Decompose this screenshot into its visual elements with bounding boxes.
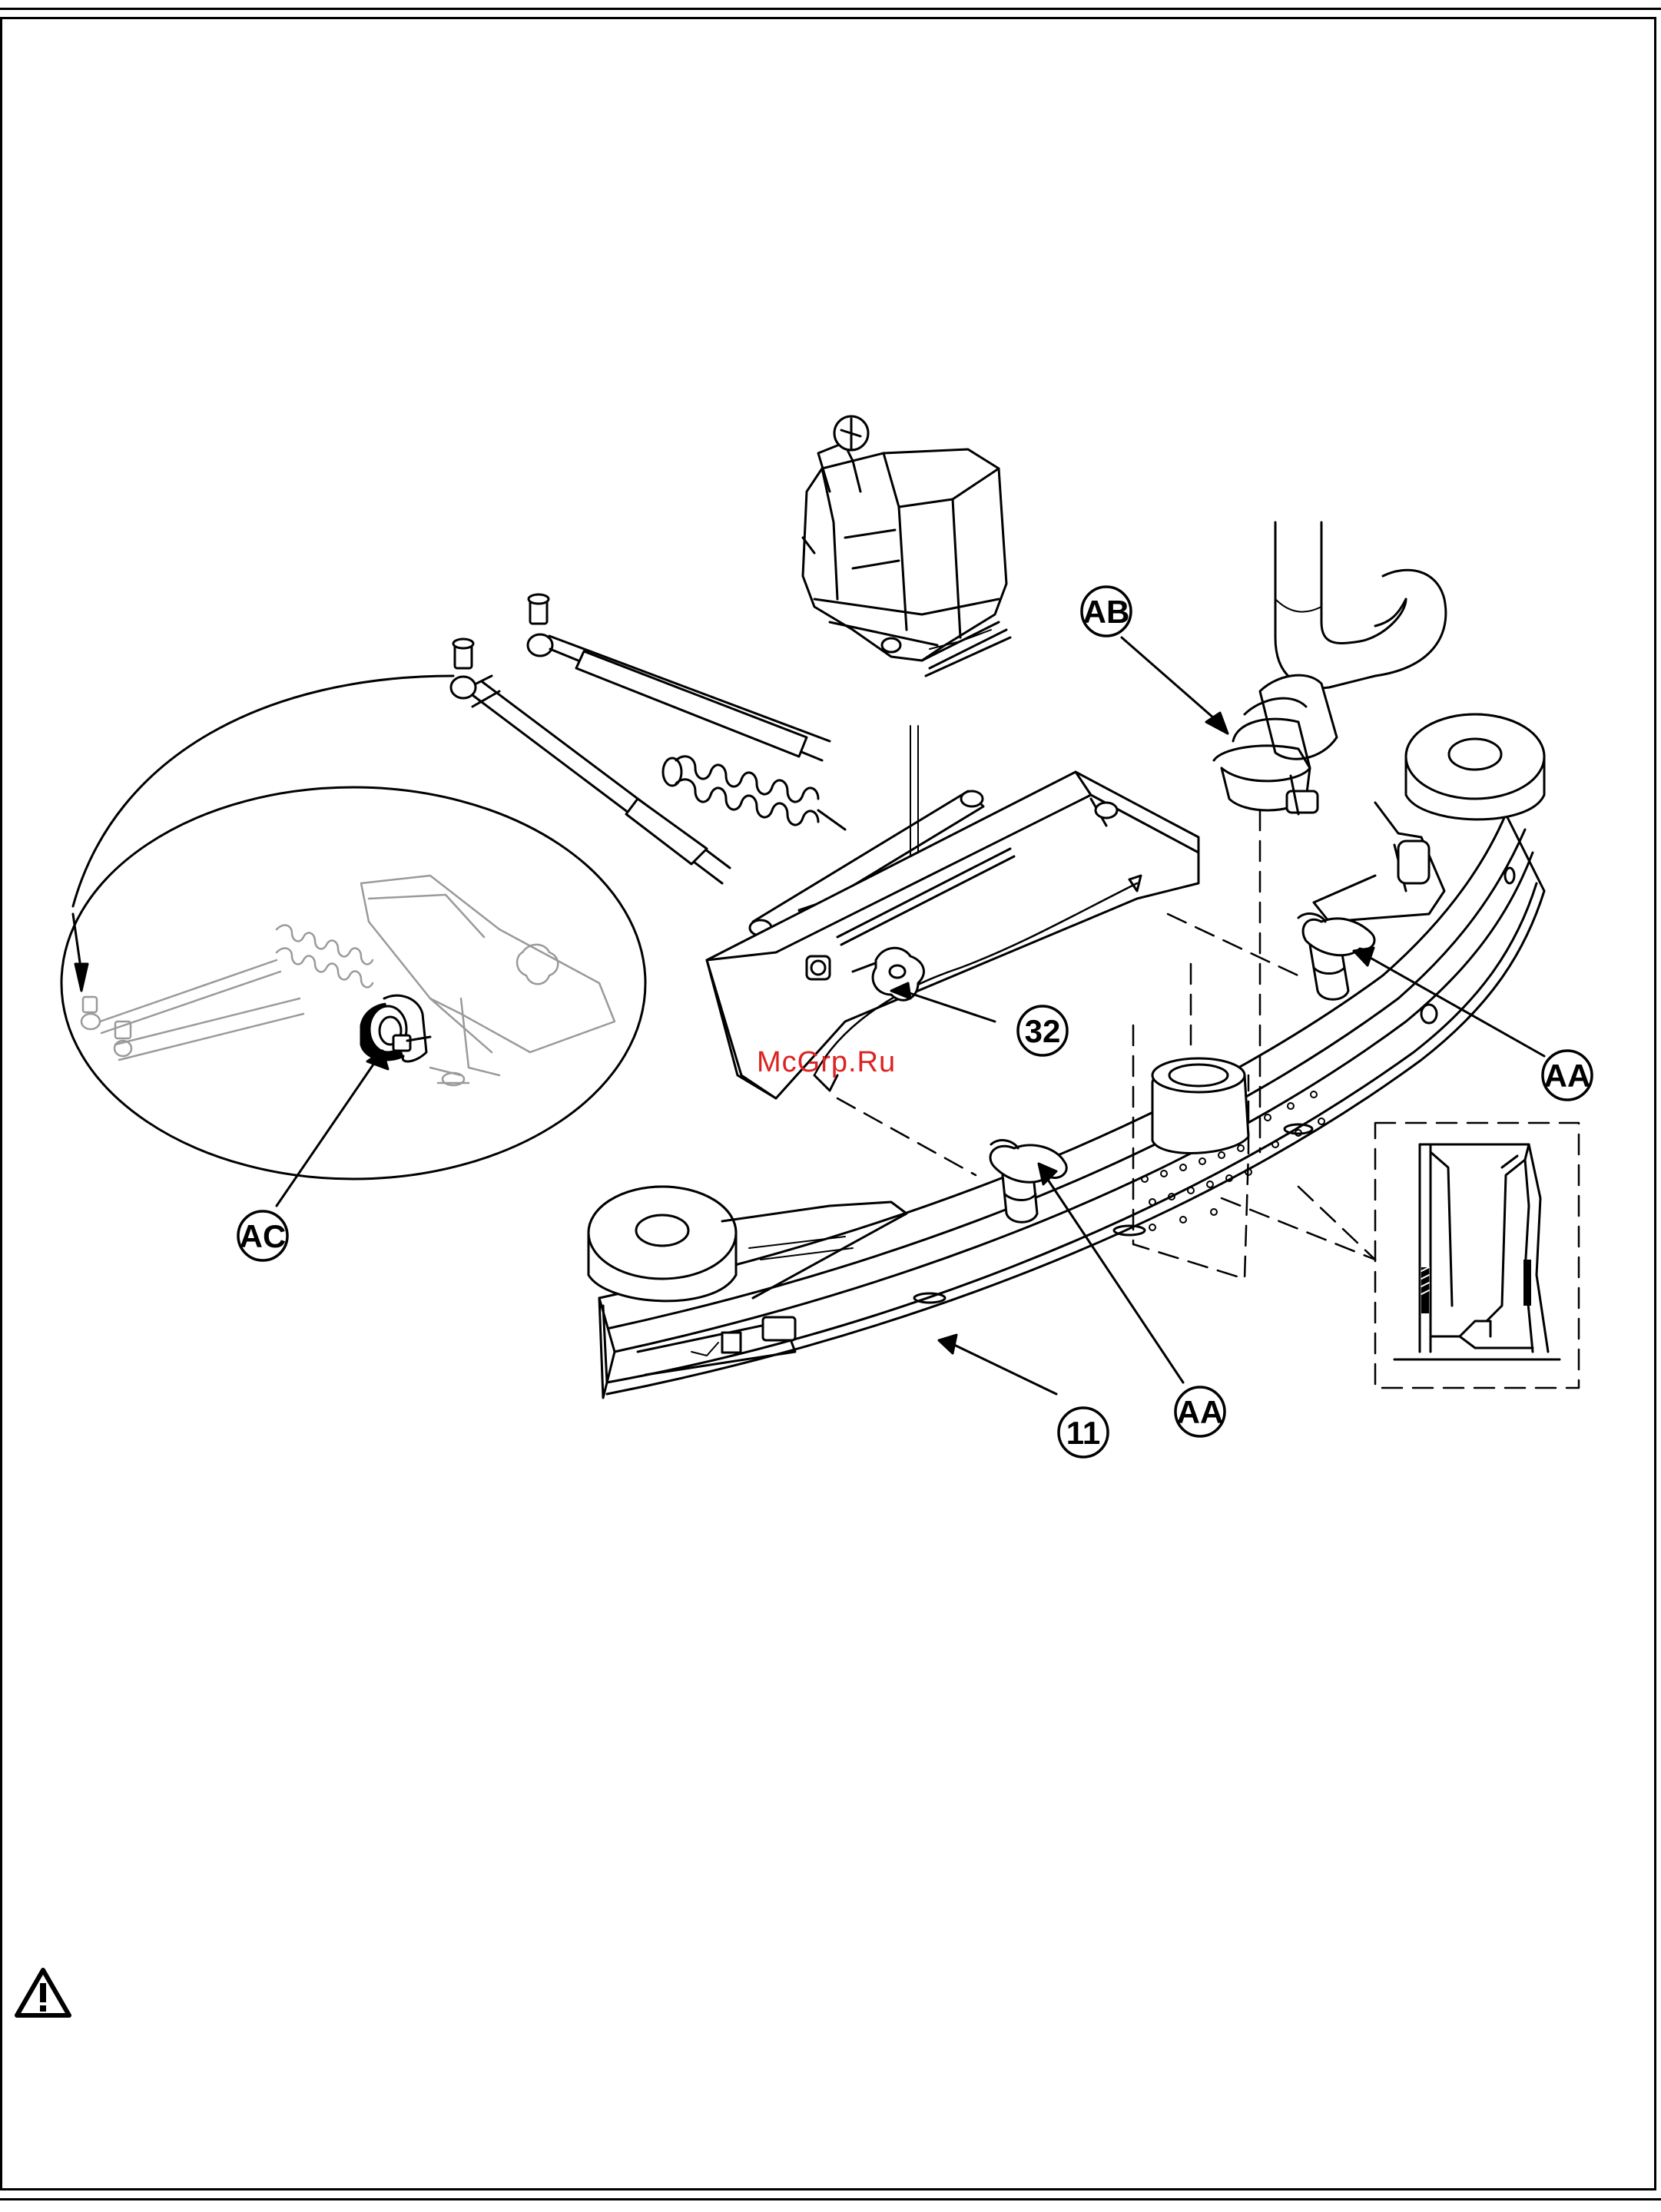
callout-ab: AB: [1082, 587, 1131, 636]
watermark-text: McGrp.Ru: [757, 1046, 896, 1079]
callout-32-label: 32: [1025, 1013, 1061, 1049]
callout-aa-right: AA: [1543, 1051, 1592, 1100]
callout-ac-label: AC: [240, 1218, 287, 1254]
callout-32: 32: [1018, 1006, 1067, 1055]
callout-11: 11: [1059, 1408, 1108, 1457]
callout-11-label: 11: [1066, 1415, 1100, 1451]
machine-thumbnail: [803, 416, 1010, 676]
callout-aa-right-label: AA: [1544, 1058, 1591, 1094]
cross-section-detail: [1222, 1123, 1579, 1388]
callout-ab-label: AB: [1083, 594, 1130, 630]
warning-triangle-icon: [14, 1966, 72, 2020]
callout-aa-bottom-label: AA: [1177, 1394, 1224, 1430]
inset-detail-view: [61, 676, 645, 1206]
callout-aa-bottom: AA: [1175, 1387, 1225, 1436]
callout-ac: AC: [238, 1211, 287, 1260]
